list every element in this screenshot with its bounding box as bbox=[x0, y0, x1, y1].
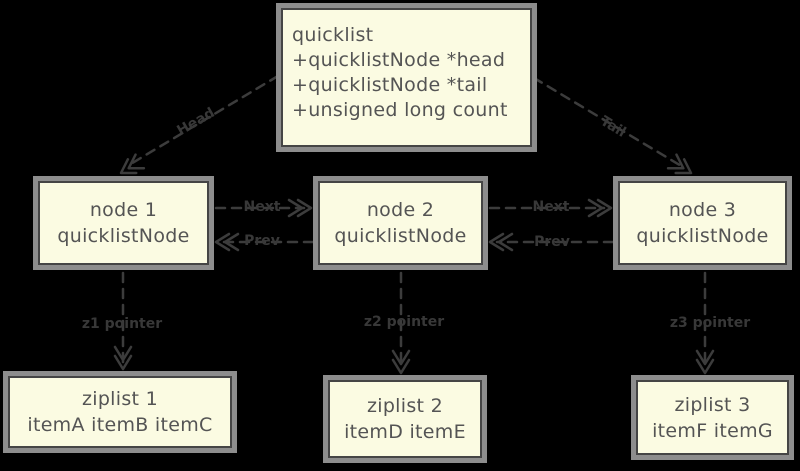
quicklist-field-tail: +quicklistNode *tail bbox=[292, 74, 488, 96]
ziplist-2-items: itemD itemE bbox=[344, 421, 466, 443]
prev-arrow-label-1: Prev bbox=[244, 233, 280, 249]
ziplist-1-title: ziplist 1 bbox=[81, 388, 159, 410]
node-1-title: node 1 bbox=[89, 199, 158, 221]
node-3-title: node 3 bbox=[668, 199, 737, 221]
ziplist-2-box: ziplist 2 itemD itemE bbox=[328, 380, 482, 458]
quicklist-box: quicklist +quicklistNode *head +quicklis… bbox=[281, 8, 532, 147]
z2-pointer-arrow bbox=[391, 271, 411, 375]
next-arrow-label-1: Next bbox=[243, 199, 281, 215]
prev-arrow-1 bbox=[214, 232, 315, 252]
quicklist-field-head: +quicklistNode *head bbox=[292, 49, 506, 71]
tail-arrow bbox=[532, 76, 693, 175]
node-2-title: node 2 bbox=[366, 199, 435, 221]
z1-pointer-arrow bbox=[113, 271, 133, 371]
node-2-type: quicklistNode bbox=[334, 225, 467, 247]
ziplist-1-box: ziplist 1 itemA itemB itemC bbox=[8, 376, 232, 448]
node-3-box: node 3 quicklistNode bbox=[618, 181, 787, 265]
quicklist-field-count: +unsigned long count bbox=[292, 99, 508, 121]
ziplist-1-items: itemA itemB itemC bbox=[27, 414, 213, 436]
prev-arrow-label-2: Prev bbox=[534, 234, 570, 250]
node-1-type: quicklistNode bbox=[57, 225, 190, 247]
z1-pointer-label: z1 pointer bbox=[81, 316, 163, 332]
z3-pointer-label: z3 pointer bbox=[669, 315, 751, 331]
ziplist-3-title: ziplist 3 bbox=[674, 393, 751, 416]
node-1-box: node 1 quicklistNode bbox=[38, 181, 209, 265]
quicklist-title: quicklist bbox=[292, 24, 374, 46]
ziplist-3-box: ziplist 3 itemF itemG bbox=[636, 380, 789, 455]
node-3-type: quicklistNode bbox=[636, 225, 769, 247]
next-arrow-1 bbox=[214, 198, 313, 218]
z3-pointer-arrow bbox=[695, 271, 715, 375]
node-2-box: node 2 quicklistNode bbox=[318, 181, 483, 265]
head-arrow bbox=[119, 74, 280, 175]
next-arrow-label-2: Next bbox=[532, 199, 570, 215]
next-arrow-2 bbox=[488, 198, 613, 218]
z2-pointer-label: z2 pointer bbox=[363, 314, 445, 330]
prev-arrow-2 bbox=[488, 232, 615, 252]
ziplist-3-items: itemF itemG bbox=[652, 419, 773, 442]
ziplist-2-title: ziplist 2 bbox=[366, 395, 444, 417]
